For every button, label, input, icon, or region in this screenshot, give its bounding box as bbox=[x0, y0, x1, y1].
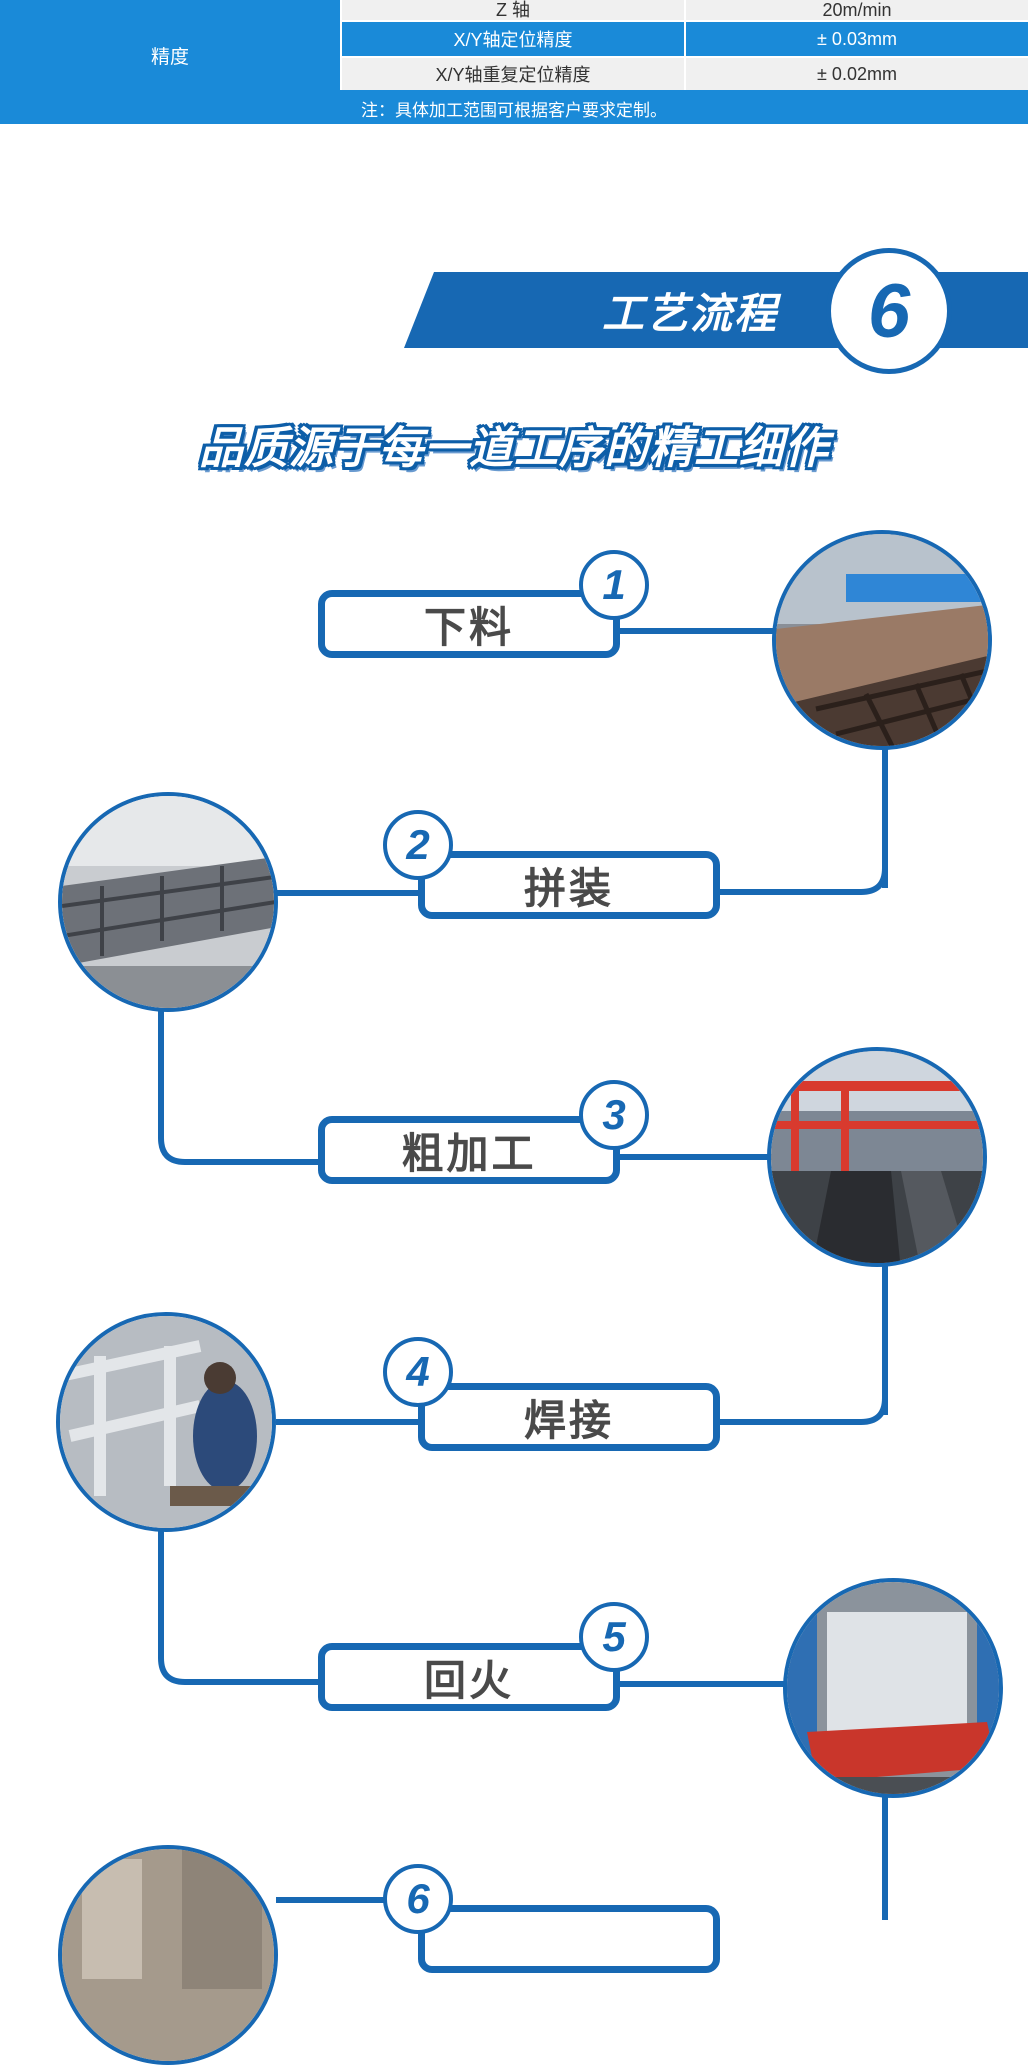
spec-item-xy-positioning: X/Y轴定位精度 bbox=[453, 30, 573, 50]
section-slogan: 品质源于每一道工序的精工细作 bbox=[199, 424, 829, 473]
connector bbox=[276, 890, 420, 896]
step-1-number: 1 bbox=[602, 561, 626, 608]
step-label-box: 粗加工 bbox=[318, 1116, 620, 1184]
step-4-number: 4 bbox=[406, 1348, 430, 1395]
connector bbox=[882, 1795, 888, 1920]
step-number-badge: 4 bbox=[383, 1337, 453, 1407]
step-number-badge: 6 bbox=[383, 1864, 453, 1934]
connector bbox=[882, 748, 888, 888]
spec-item-cell: X/Y轴重复定位精度 bbox=[342, 58, 684, 90]
welding-photo bbox=[56, 1312, 276, 1532]
spec-value-cell: ± 0.03mm bbox=[686, 22, 1028, 56]
step6-photo bbox=[58, 1845, 278, 2065]
connector-curve bbox=[158, 1530, 326, 1685]
spec-item-z: Z 轴 bbox=[496, 0, 530, 20]
connector bbox=[617, 628, 777, 634]
step-2-label: 拼装 bbox=[523, 864, 614, 912]
step-label-box: 焊接 bbox=[418, 1383, 720, 1451]
tempering-photo bbox=[783, 1578, 1003, 1798]
spec-label-cell-empty bbox=[0, 0, 340, 20]
step-number-badge: 1 bbox=[579, 550, 649, 620]
section-number-badge: 6 bbox=[826, 248, 952, 374]
connector-curve bbox=[700, 860, 888, 895]
step-5-label: 回火 bbox=[423, 1656, 514, 1704]
spec-item-xy-repeat: X/Y轴重复定位精度 bbox=[435, 65, 591, 85]
step-number-badge: 2 bbox=[383, 810, 453, 880]
step-1-label: 下料 bbox=[423, 603, 514, 651]
section-number: 6 bbox=[867, 268, 911, 354]
section-title: 工艺流程 bbox=[601, 289, 778, 337]
spec-value-xy-positioning: ± 0.03mm bbox=[817, 28, 897, 49]
spec-value-z: 20m/min bbox=[822, 0, 892, 20]
step-5-number: 5 bbox=[602, 1613, 626, 1660]
connector-curve bbox=[700, 1390, 888, 1425]
table-divider bbox=[0, 90, 1028, 92]
step-label-box: 拼装 bbox=[418, 851, 720, 919]
step-2-number: 2 bbox=[406, 821, 430, 868]
assembly-photo bbox=[58, 792, 278, 1012]
step-3-number: 3 bbox=[602, 1091, 626, 1138]
connector bbox=[882, 1265, 888, 1415]
spec-item-cell: X/Y轴定位精度 bbox=[342, 22, 684, 56]
connector bbox=[617, 1154, 777, 1160]
spec-item-cell: Z 轴 bbox=[342, 0, 684, 20]
rough-machining-photo bbox=[767, 1047, 987, 1267]
spec-value-cell: ± 0.02mm bbox=[686, 58, 1028, 90]
step-number-badge: 3 bbox=[579, 1080, 649, 1150]
spec-label-cell: 精度 bbox=[0, 20, 340, 90]
connector bbox=[617, 1681, 787, 1687]
spec-value-xy-repeat: ± 0.02mm bbox=[817, 63, 897, 84]
connector-curve bbox=[158, 1010, 326, 1165]
step-6-number: 6 bbox=[406, 1875, 430, 1922]
cutting-photo bbox=[772, 530, 992, 750]
step-number-badge: 5 bbox=[579, 1602, 649, 1672]
step-label-box: 下料 bbox=[318, 590, 620, 658]
spec-label-precision: 精度 bbox=[150, 46, 189, 68]
connector bbox=[276, 1419, 420, 1425]
step-4-label: 焊接 bbox=[523, 1396, 614, 1444]
spec-note: 注：具体加工范围可根据客户要求定制。 bbox=[361, 100, 667, 120]
spec-note-row: 注：具体加工范围可根据客户要求定制。 bbox=[0, 92, 1028, 124]
step-3-label: 粗加工 bbox=[401, 1129, 537, 1177]
connector bbox=[276, 1897, 420, 1903]
step-label-box bbox=[418, 1905, 720, 1973]
spec-value-cell: 20m/min bbox=[686, 0, 1028, 20]
step-label-box: 回火 bbox=[318, 1643, 620, 1711]
